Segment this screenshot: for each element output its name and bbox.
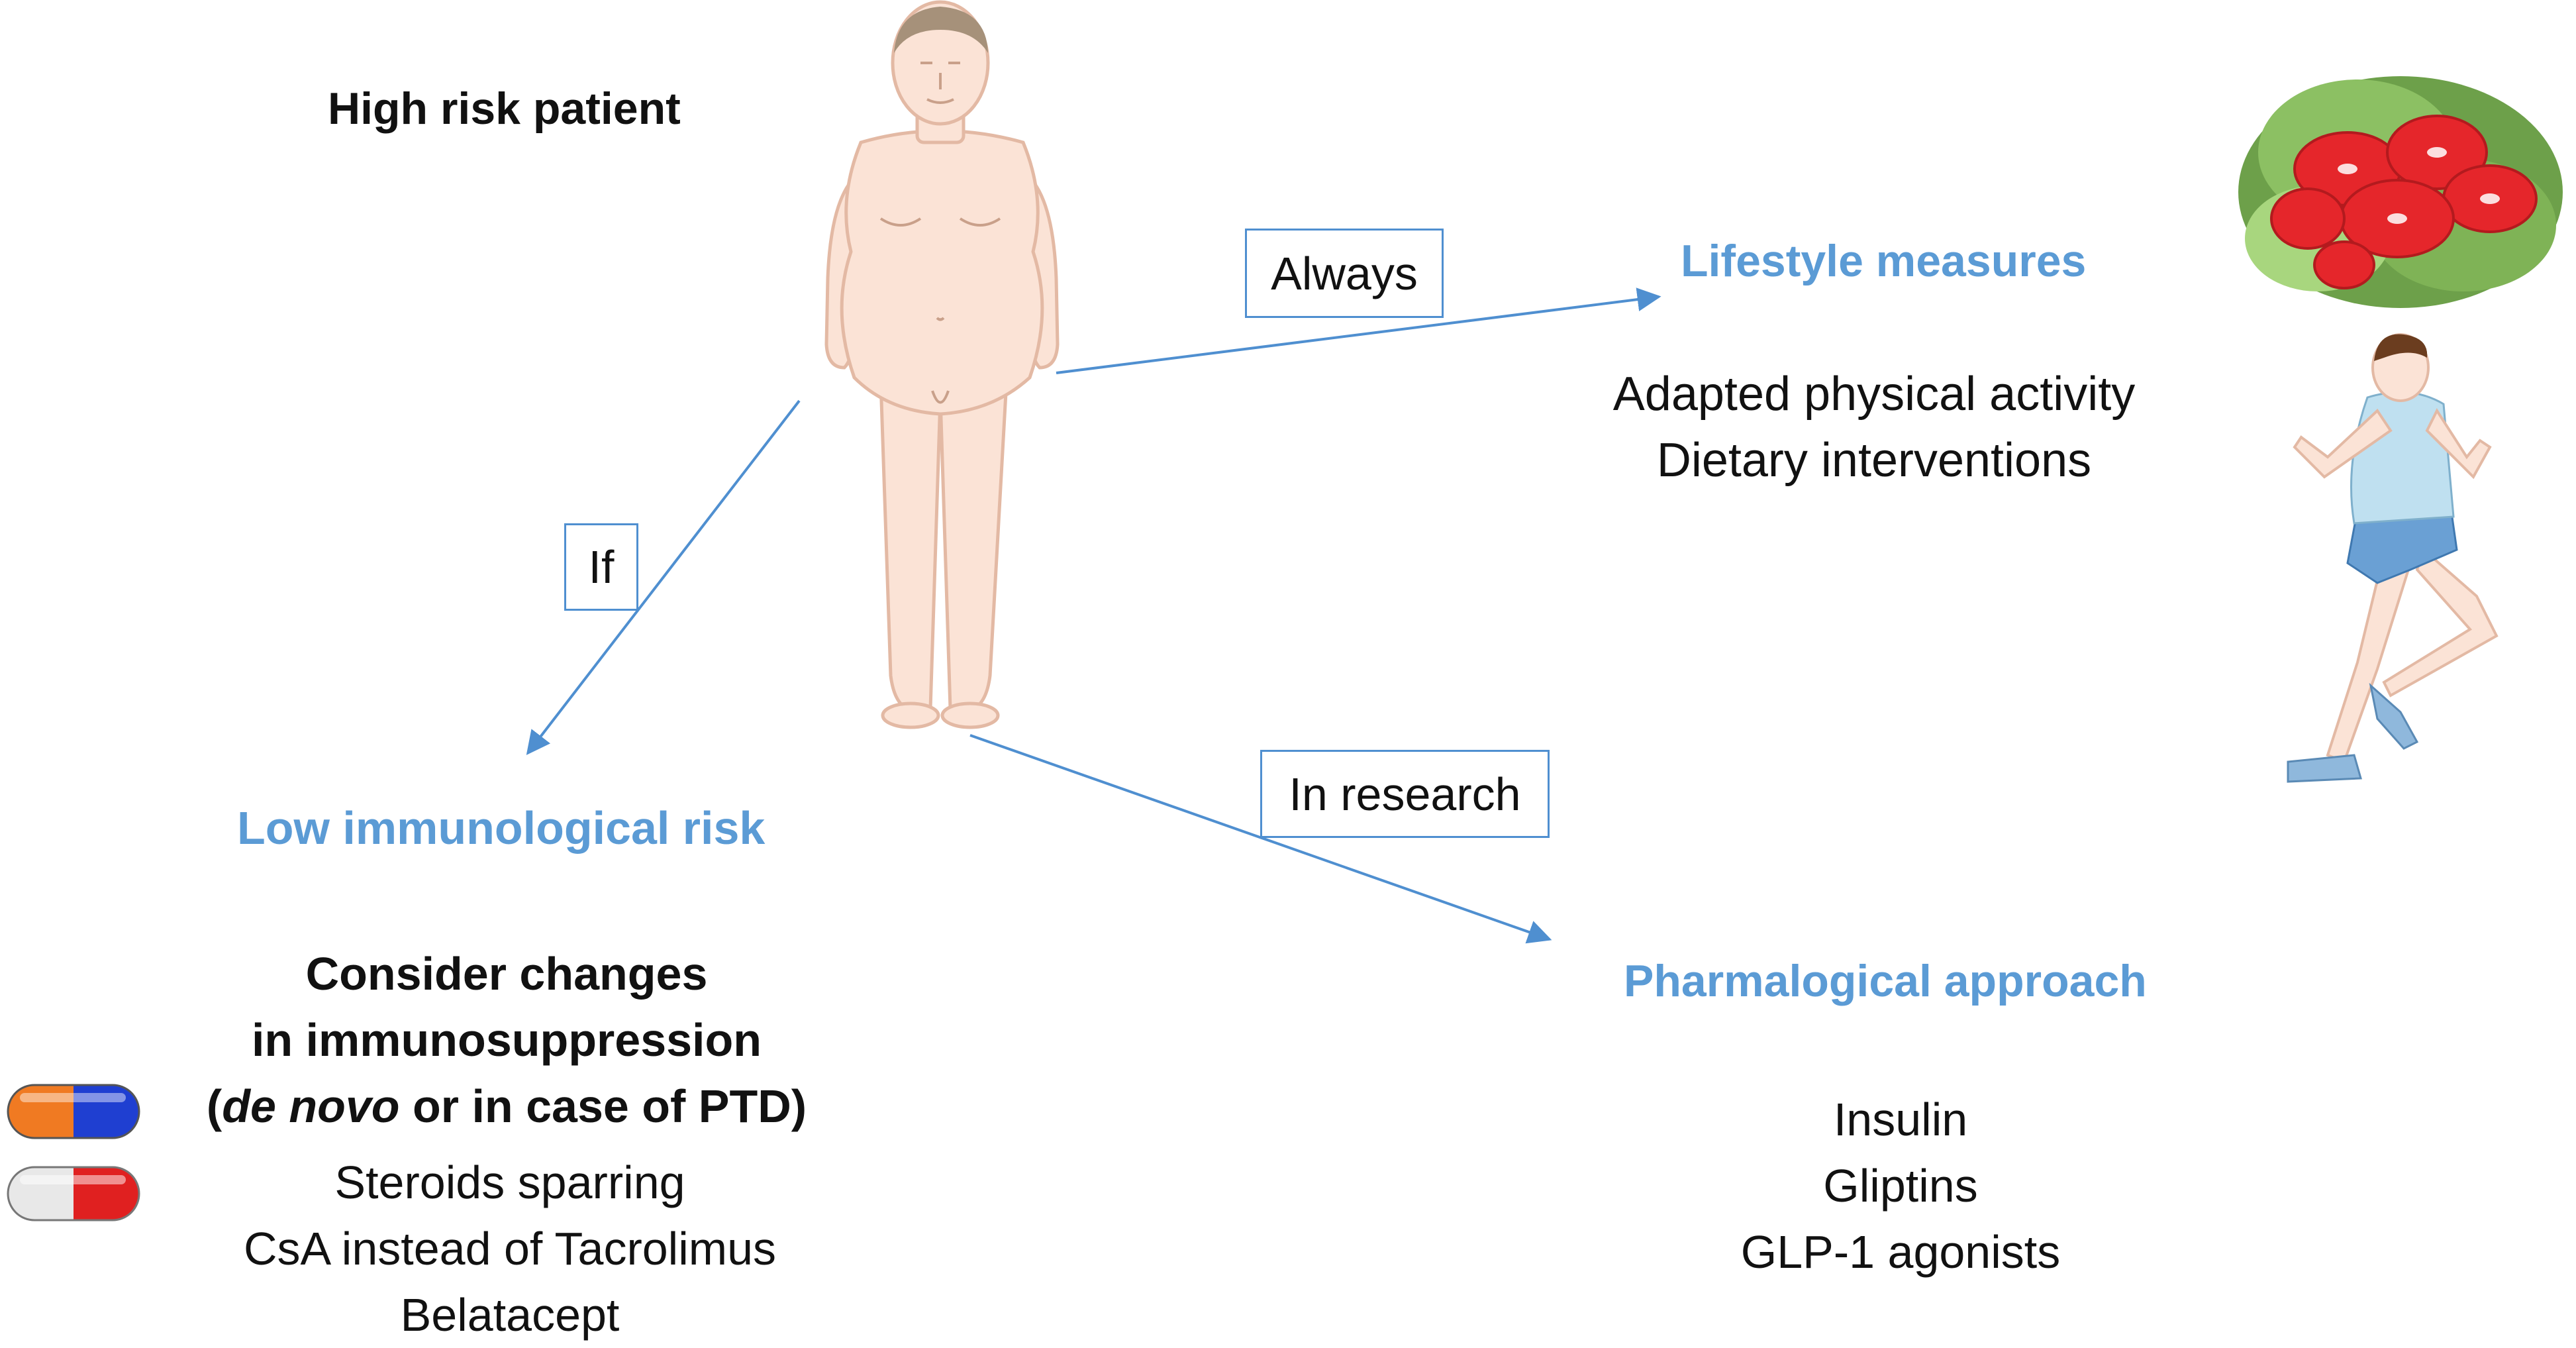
pharma-item: Gliptins xyxy=(1823,1160,1978,1212)
immunology-title: Low immunological risk xyxy=(237,802,766,854)
pharma-list: Insulin Gliptins GLP-1 agonists xyxy=(1603,1086,2199,1285)
pill-white-red-icon xyxy=(8,1167,139,1220)
pharma-item: GLP-1 agonists xyxy=(1740,1226,2061,1278)
arrow-always xyxy=(1056,287,1661,374)
always-label: Always xyxy=(1245,229,1444,318)
lifestyle-item: Adapted physical activity xyxy=(1612,368,2136,421)
consider-line: in immunosuppression xyxy=(251,1014,762,1066)
consider-block: Consider changes in immunosuppression (d… xyxy=(172,941,841,1139)
arrow-in-research xyxy=(969,734,1552,944)
patient-label: High risk patient xyxy=(328,83,681,134)
arrow-if xyxy=(526,399,801,755)
lifestyle-list: Adapted physical activity Dietary interv… xyxy=(1576,361,2172,493)
immunosuppression-item: CsA instead of Tacrolimus xyxy=(243,1223,777,1274)
consider-line: (de novo or in case of PTD) xyxy=(206,1080,807,1132)
if-label: If xyxy=(564,523,638,611)
pill-orange-blue-icon xyxy=(8,1085,139,1138)
immunosuppression-list: Steroids sparring CsA instead of Tacroli… xyxy=(172,1149,848,1348)
lifestyle-title: Lifestyle measures xyxy=(1681,236,2087,286)
in-research-label: In research xyxy=(1260,750,1550,838)
pharma-item: Insulin xyxy=(1833,1094,1968,1145)
pharma-title: Pharmalogical approach xyxy=(1624,956,2147,1006)
consider-line: Consider changes xyxy=(305,948,708,1000)
immunosuppression-item: Belatacept xyxy=(400,1289,620,1341)
lifestyle-item: Dietary interventions xyxy=(1656,434,2092,487)
hair-shape xyxy=(894,7,988,53)
immunosuppression-item: Steroids sparring xyxy=(334,1157,685,1208)
